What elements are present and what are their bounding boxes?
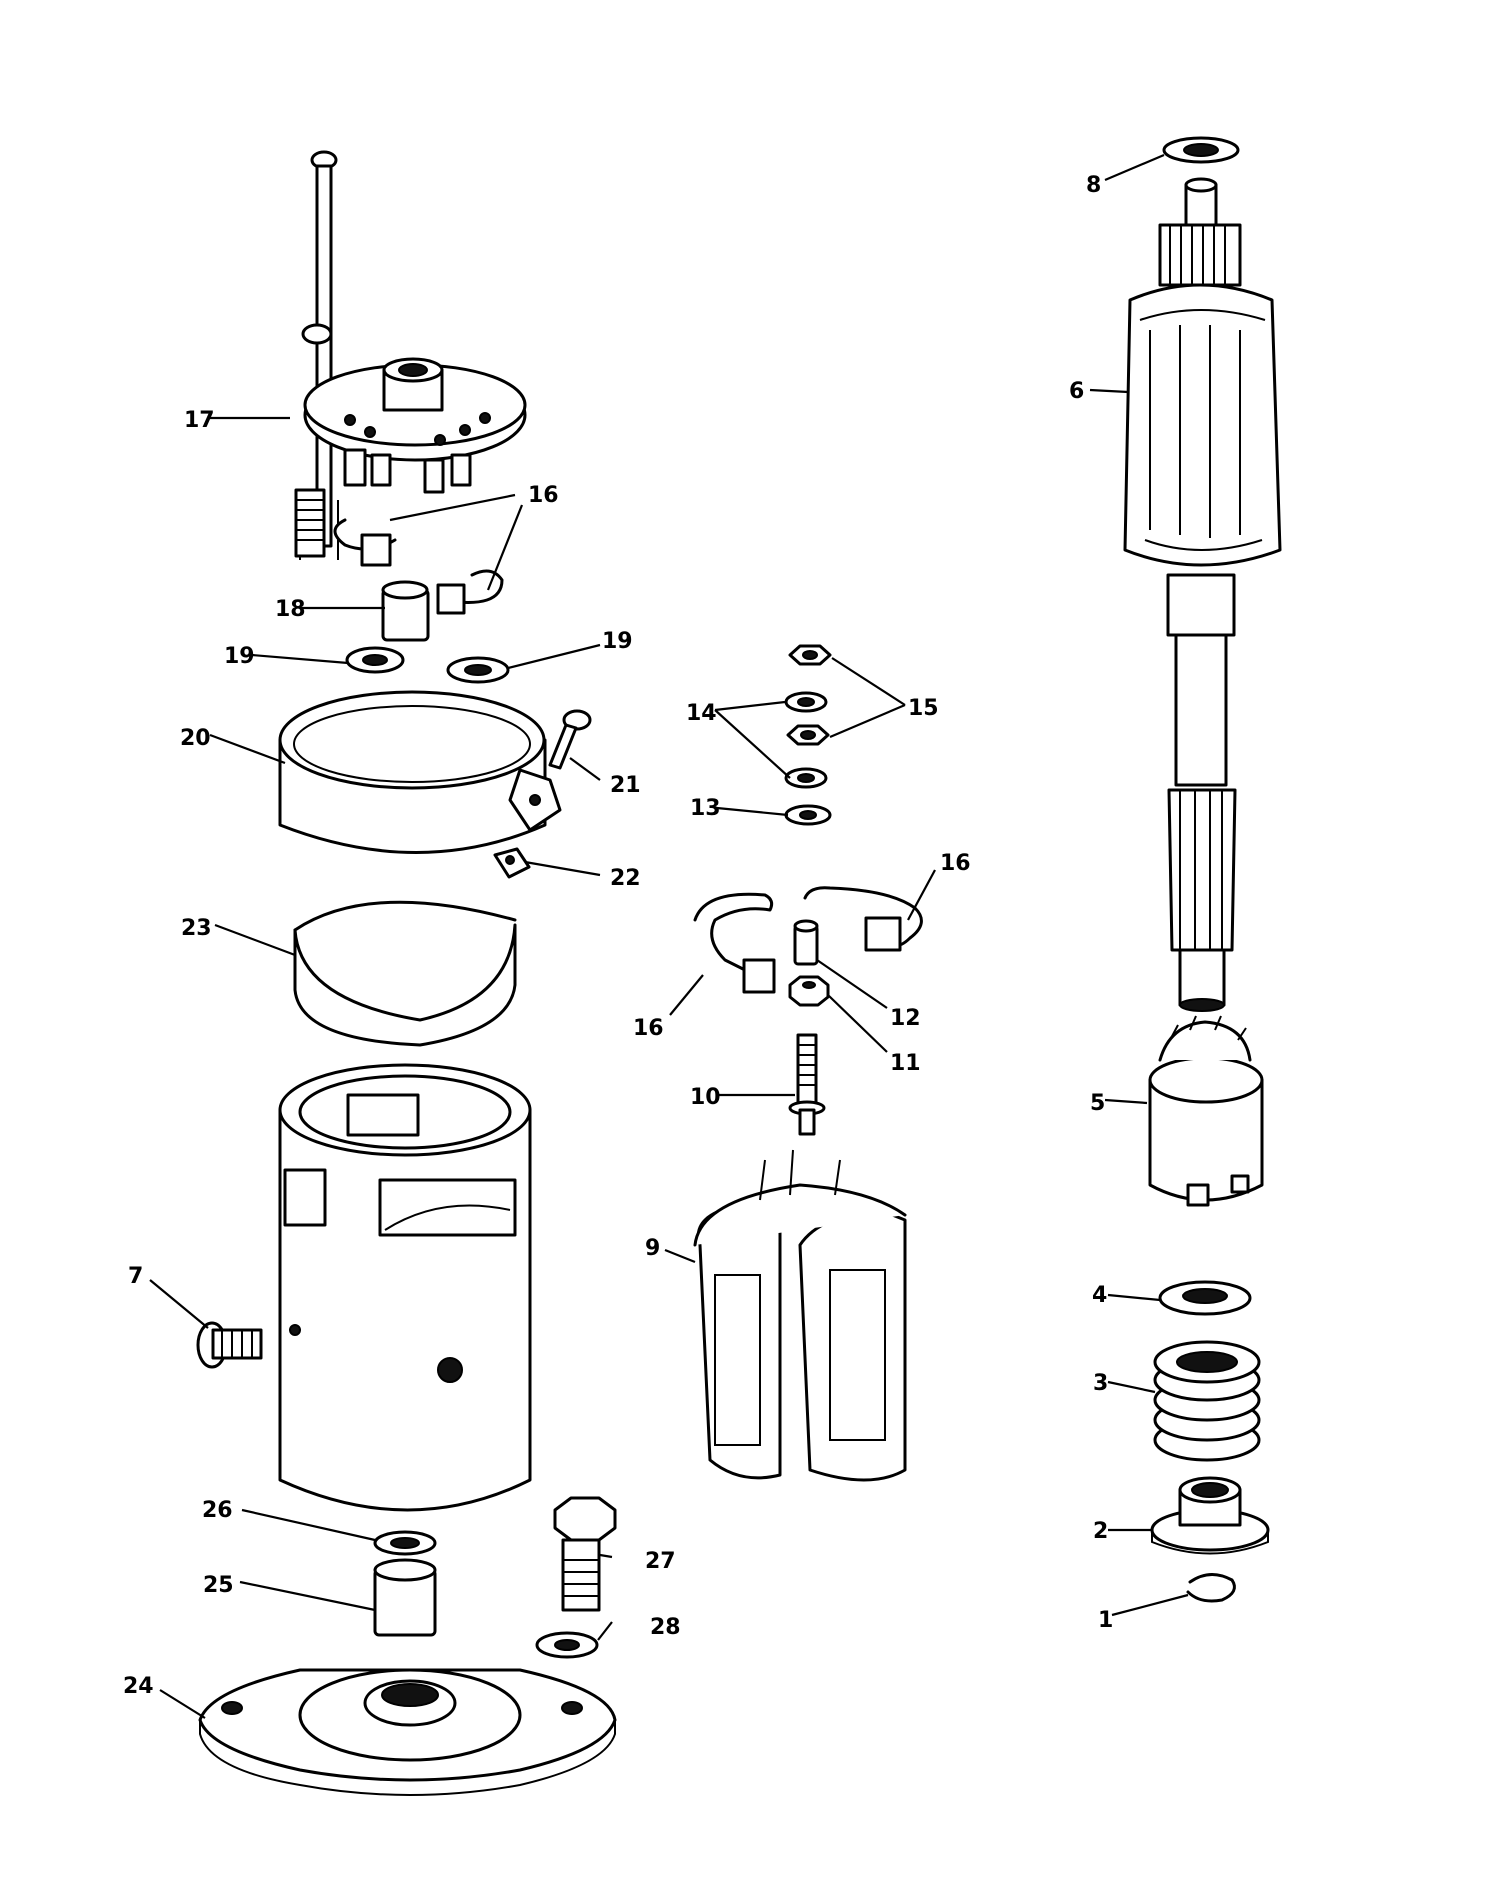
field-frame-housing (278, 1063, 532, 1512)
callout-9: 9 (645, 1236, 660, 1261)
callout-21: 21 (610, 773, 641, 798)
callout-15: 15 (908, 696, 939, 721)
terminal-stud-10 (788, 1033, 826, 1136)
screw-7 (196, 1321, 263, 1369)
callout-labels: 17 16 18 19 19 20 21 22 23 7 26 25 27 28… (123, 173, 1113, 1699)
callout-13: 13 (690, 796, 721, 821)
brush-spring-set-upper (333, 518, 504, 615)
callout-25: 25 (203, 1573, 234, 1598)
lock-washer-14-bottom (784, 767, 828, 789)
callout-24: 24 (123, 1674, 154, 1699)
callout-22: 22 (610, 866, 641, 891)
washer-8 (1162, 136, 1240, 164)
band-nut-22 (493, 847, 531, 879)
lock-washer-28 (535, 1631, 599, 1659)
washer-19-right (446, 656, 510, 684)
callout-20: 20 (180, 726, 211, 751)
drive-pinion-5 (1148, 1015, 1264, 1207)
cover-band-20 (278, 690, 562, 854)
insulator-bushing-12 (793, 919, 819, 966)
washer-26 (373, 1530, 437, 1556)
callout-19-left: 19 (224, 644, 255, 669)
callout-1: 1 (1098, 1608, 1113, 1633)
snap-ring-1 (1186, 1573, 1236, 1603)
callout-8: 8 (1086, 173, 1101, 198)
callout-10: 10 (690, 1085, 721, 1110)
washer-13 (784, 804, 832, 826)
callout-7: 7 (128, 1264, 143, 1289)
bushing-25 (373, 1558, 437, 1637)
through-bolt (294, 150, 339, 560)
commutator-end-cap (303, 357, 527, 494)
callout-28: 28 (650, 1615, 681, 1640)
brush-spring-set-right (803, 886, 923, 952)
callout-3: 3 (1093, 1371, 1108, 1396)
bolt-27 (553, 1496, 617, 1612)
callout-16-left: 16 (633, 1016, 664, 1041)
callout-14: 14 (686, 701, 717, 726)
callout-2: 2 (1093, 1519, 1108, 1544)
callout-23: 23 (181, 916, 212, 941)
callout-27: 27 (645, 1549, 676, 1574)
callout-5: 5 (1090, 1091, 1105, 1116)
nut-15-bottom (786, 724, 830, 746)
band-screw-21 (548, 709, 592, 770)
callout-11: 11 (890, 1051, 921, 1076)
washer-4 (1158, 1280, 1252, 1316)
callout-26: 26 (202, 1498, 233, 1523)
leader-lines (149, 153, 1189, 1719)
insulator-23 (293, 900, 517, 1047)
bushing-18 (381, 580, 430, 642)
callout-17: 17 (184, 408, 215, 433)
spring-cup-2 (1150, 1476, 1270, 1555)
nut-11 (788, 975, 830, 1007)
callout-12: 12 (890, 1006, 921, 1031)
brush-spring-set-left (693, 892, 776, 994)
callout-6: 6 (1069, 379, 1084, 404)
callout-19-right: 19 (602, 629, 633, 654)
callout-16-top: 16 (528, 483, 559, 508)
callout-18: 18 (275, 597, 306, 622)
drive-end-plate-24 (198, 1668, 617, 1796)
callout-4: 4 (1092, 1283, 1107, 1308)
nut-15-top (788, 644, 832, 666)
armature-6 (1123, 177, 1282, 1012)
field-coil-assembly-9 (693, 1149, 907, 1482)
spring-3 (1153, 1340, 1261, 1462)
washer-19-left (345, 646, 405, 674)
lock-washer-14-top (784, 691, 828, 713)
callout-16-right: 16 (940, 851, 971, 876)
